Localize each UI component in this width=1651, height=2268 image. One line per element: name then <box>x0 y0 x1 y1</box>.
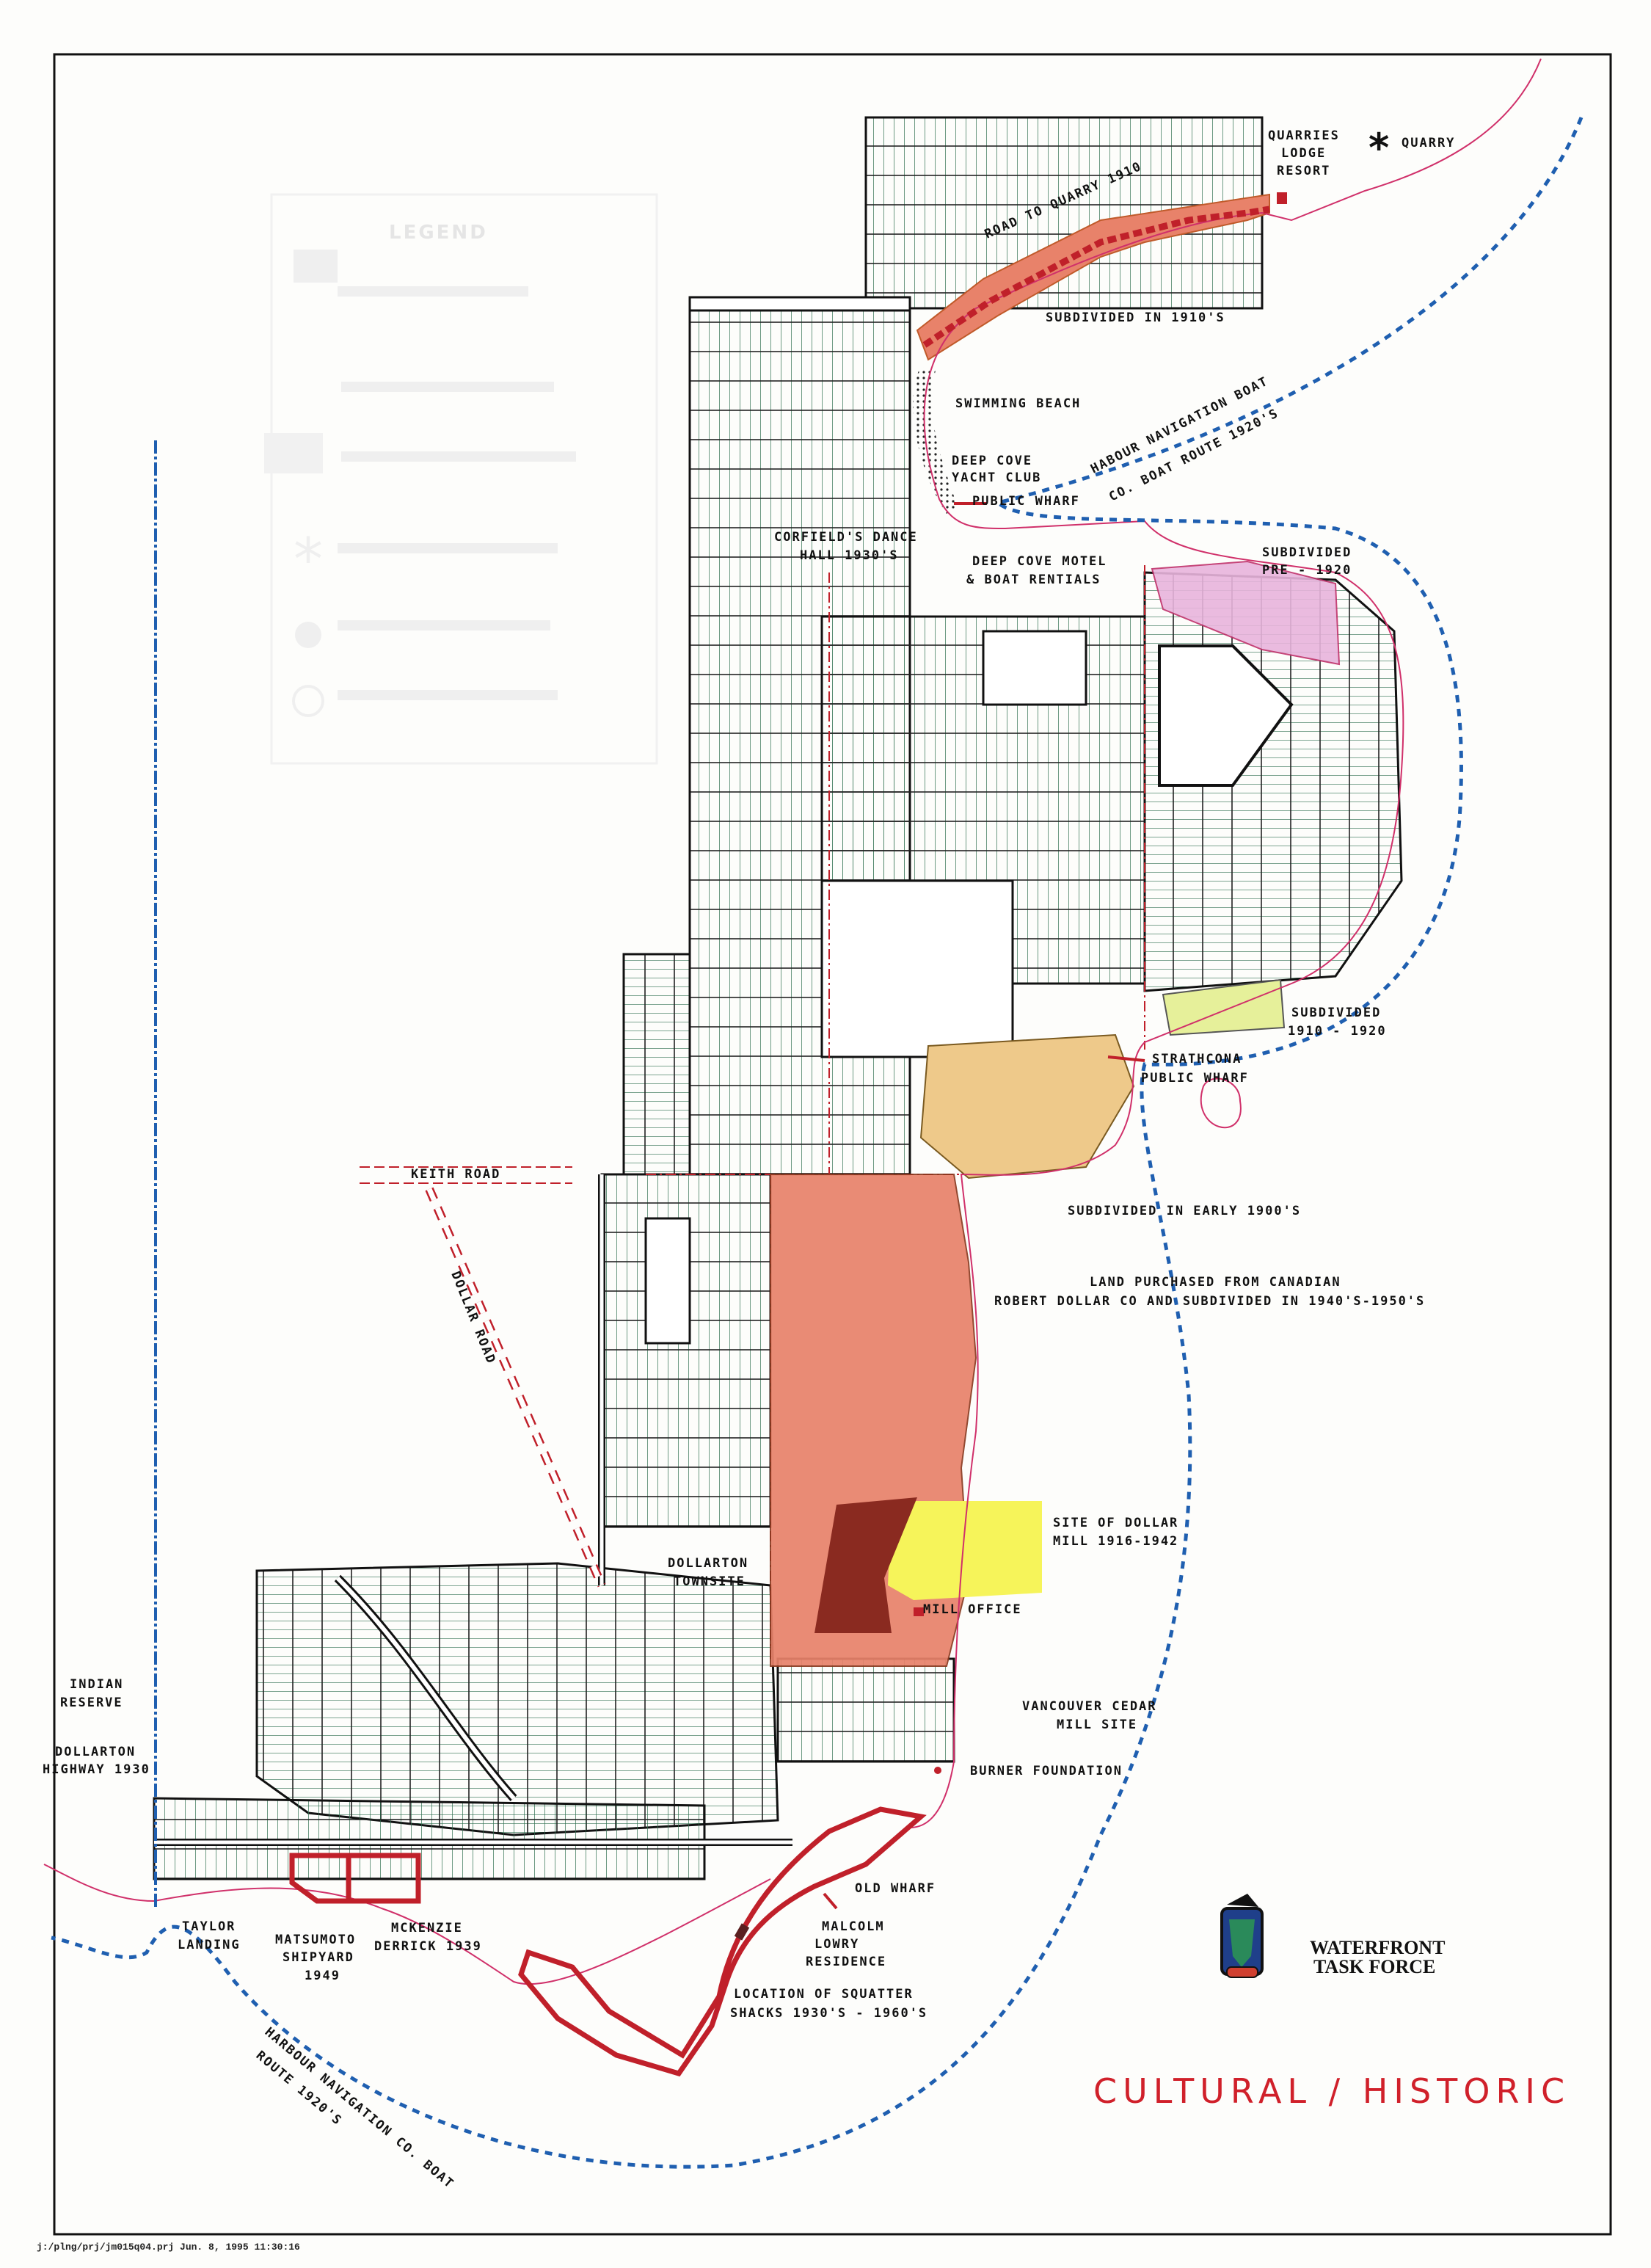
heritage-features <box>154 192 1287 2077</box>
label-quarry: QUARRY <box>1402 136 1455 150</box>
zone-dollar-mill-site <box>888 1501 1042 1600</box>
legend-text-bar <box>341 382 554 392</box>
legend-text-bar <box>338 543 558 553</box>
label-cedar-mill: VANCOUVER CEDAR <box>1022 1699 1157 1714</box>
legend-asterisk-icon: * <box>294 526 323 594</box>
label-squatter-shacks: SHACKS 1930'S - 1960'S <box>730 2006 927 2021</box>
label-subdivided-1910-1920: 1910 - 1920 <box>1288 1024 1387 1039</box>
label-subdivided-early-1900s: SUBDIVIDED IN EARLY 1900'S <box>1068 1204 1301 1218</box>
mill-office-marker <box>914 1607 924 1616</box>
label-dance-hall: HALL 1930'S <box>800 548 899 563</box>
old-wharf-marker <box>823 1892 838 1910</box>
label-yacht-club: YACHT CLUB <box>952 470 1041 485</box>
mckenzie-derrick-outline <box>349 1853 421 1904</box>
label-townsite: TOWNSITE <box>674 1574 746 1589</box>
label-matsumoto: SHIPYARD <box>283 1950 354 1965</box>
strathcona-wharf-marker <box>1107 1055 1145 1062</box>
zone-subdivided-pre-1920 <box>1151 560 1341 666</box>
label-strathcona: PUBLIC WHARF <box>1141 1071 1249 1086</box>
label-indian-reserve: RESERVE <box>60 1695 123 1710</box>
label-dollarton-highway: HIGHWAY 1930 <box>43 1762 150 1777</box>
legend-swatch <box>264 433 323 473</box>
harbour-navigation-boat-route <box>51 117 1583 2169</box>
legend: LEGEND * <box>264 193 658 765</box>
label-quarries-lodge: RESORT <box>1277 164 1330 178</box>
label-land-purchased: ROBERT DOLLAR CO AND SUBDIVIDED IN 1940'… <box>994 1294 1425 1309</box>
boat-routes <box>51 117 1583 2169</box>
squatter-shacks-outline <box>518 1806 927 2077</box>
keith-road <box>360 1166 572 1184</box>
label-keith-road: KEITH ROAD <box>411 1167 500 1182</box>
label-dollar-mill: SITE OF DOLLAR <box>1053 1516 1178 1530</box>
label-mckenzie: MCKENZIE <box>391 1921 463 1936</box>
label-burner-foundation: BURNER FOUNDATION <box>970 1764 1123 1778</box>
label-quarries-lodge: QUARRIES <box>1268 128 1340 143</box>
label-motel: & BOAT RENTIALS <box>966 573 1101 587</box>
label-motel: DEEP COVE MOTEL <box>972 554 1107 569</box>
label-mckenzie: DERRICK 1939 <box>374 1939 482 1954</box>
swimming-beach-area <box>912 367 958 514</box>
label-squatter-shacks: LOCATION OF SQUATTER <box>734 1987 914 2002</box>
legend-swatch <box>294 250 338 283</box>
label-yacht-club: DEEP COVE <box>952 454 1032 468</box>
label-dance-hall: CORFIELD'S DANCE <box>774 530 918 545</box>
label-quarries-lodge: LODGE <box>1281 146 1326 161</box>
label-strathcona: STRATHCONA <box>1152 1052 1242 1066</box>
quarry-asterisk-icon: * <box>1368 125 1389 171</box>
label-swimming-beach: SWIMMING BEACH <box>955 396 1081 411</box>
label-subdivided-pre-1920: SUBDIVIDED <box>1262 545 1352 560</box>
organization-name: WATERFRONT <box>1310 1937 1445 1958</box>
label-matsumoto: MATSUMOTO <box>275 1933 356 1947</box>
lowry-residence-marker <box>734 1923 750 1941</box>
organization-name: TASK FORCE <box>1313 1956 1435 1977</box>
label-land-purchased: LAND PURCHASED FROM CANADIAN <box>1090 1275 1341 1290</box>
label-public-wharf: PUBLIC WHARF <box>972 494 1080 509</box>
legend-ring-icon <box>292 685 324 717</box>
label-dollar-mill: MILL 1916-1942 <box>1053 1534 1178 1549</box>
label-cedar-mill: MILL SITE <box>1057 1718 1137 1732</box>
label-subdivided-1910s: SUBDIVIDED IN 1910'S <box>1046 310 1225 325</box>
legend-text-bar <box>338 690 558 700</box>
zone-subdivided-1910s <box>916 193 1270 361</box>
label-taylor-landing: TAYLOR <box>182 1919 236 1934</box>
label-subdivided-1910-1920: SUBDIVIDED <box>1291 1006 1381 1020</box>
label-indian-reserve: INDIAN <box>70 1677 123 1692</box>
zone-subdivided-early-1900s <box>919 1033 1135 1180</box>
map-frame <box>53 53 1612 2236</box>
label-taylor-landing: LANDING <box>178 1938 241 1952</box>
legend-circle-icon <box>295 622 321 648</box>
burner-foundation-marker <box>934 1767 941 1774</box>
quarries-lodge-marker <box>1277 192 1287 204</box>
zone-dollarton-townsite <box>814 1497 917 1633</box>
label-lowry: RESIDENCE <box>806 1955 886 1969</box>
label-townsite: DOLLARTON <box>668 1556 748 1571</box>
zone-subdivided-1910-1920 <box>1162 978 1286 1036</box>
map-title: CULTURAL / HISTORIC <box>1093 2071 1570 2111</box>
label-subdivided-pre-1920: PRE - 1920 <box>1262 563 1352 578</box>
matsumoto-shipyard-outline <box>289 1853 351 1904</box>
legend-heading: LEGEND <box>389 222 488 244</box>
file-footer: j:/plng/prj/jm015q04.prj Jun. 8, 1995 11… <box>37 2242 300 2253</box>
label-matsumoto: 1949 <box>305 1969 340 1983</box>
legend-text-bar <box>338 286 528 297</box>
legend-text-bar <box>338 620 550 630</box>
coat-of-arms-logo <box>1220 1894 1264 1978</box>
historic-zones <box>770 193 1341 1667</box>
label-dollarton-highway: DOLLARTON <box>55 1745 136 1759</box>
label-lowry: LOWRY <box>814 1937 859 1952</box>
street-grid <box>153 116 1403 1880</box>
legend-text-bar <box>341 451 576 462</box>
label-mill-office: MILL OFFICE <box>923 1602 1022 1617</box>
island <box>1200 1077 1242 1129</box>
road-to-quarry <box>922 206 1270 348</box>
label-old-wharf: OLD WHARF <box>855 1881 936 1896</box>
shoreline <box>43 58 1542 1985</box>
label-lowry: MALCOLM <box>822 1919 885 1934</box>
label-boat-route-south: HARBOUR NAVIGATION CO. BOAT <box>262 2025 457 2192</box>
